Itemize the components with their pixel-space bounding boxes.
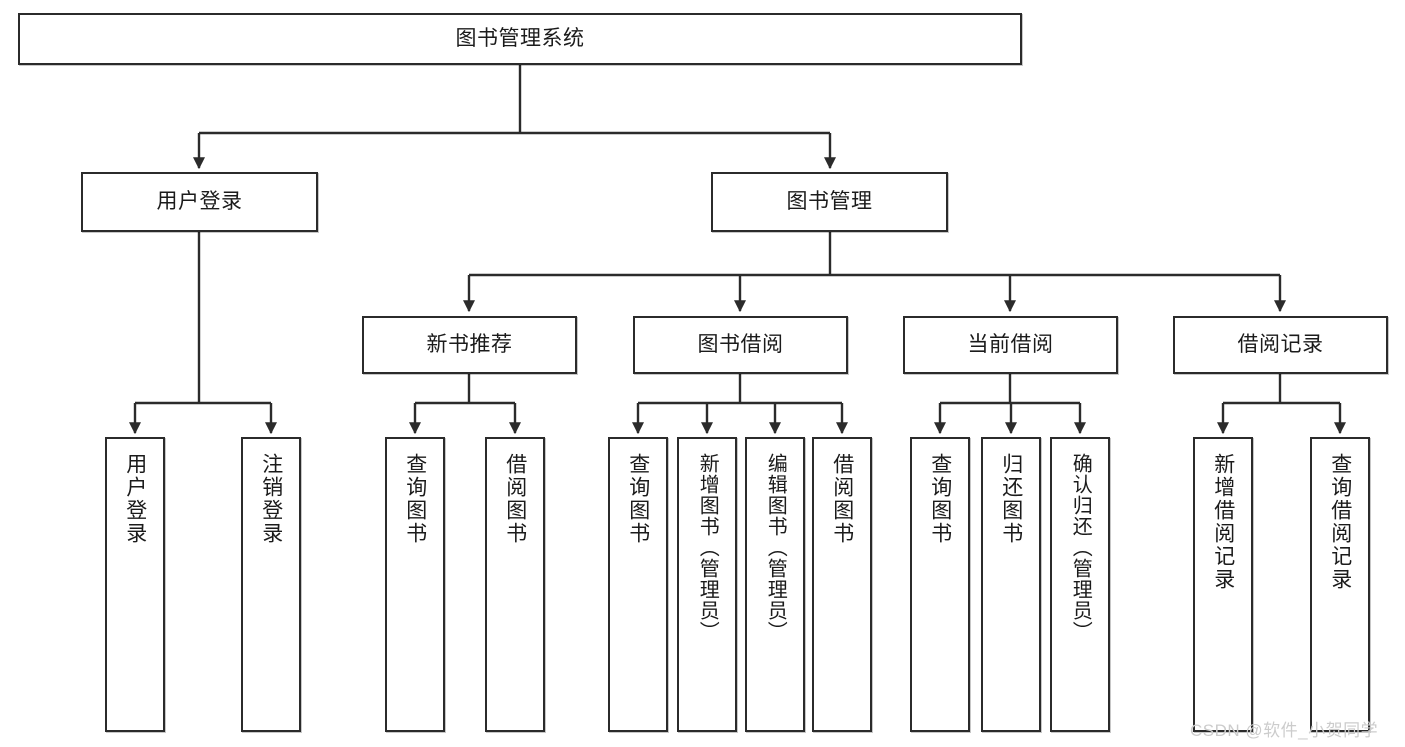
node-label: 归还图书 — [999, 453, 1023, 545]
leaf-user-login[interactable]: 用户登录 — [105, 437, 165, 732]
csdn-watermark: CSDN @软件_小贺同学 — [1190, 721, 1379, 740]
node-label: 确认归还（管理员） — [1069, 453, 1092, 642]
node-label: 新增图书（管理员） — [696, 453, 719, 642]
node-label: 借阅记录 — [1237, 332, 1324, 356]
node-book-management[interactable]: 图书管理 — [711, 172, 948, 232]
node-borrowing-record[interactable]: 借阅记录 — [1173, 316, 1388, 374]
node-label: 借阅图书 — [503, 453, 527, 545]
leaf-query-books-newbook[interactable]: 查询图书 — [385, 437, 445, 732]
leaf-query-books-current[interactable]: 查询图书 — [910, 437, 970, 732]
leaf-borrow-books-borrow[interactable]: 借阅图书 — [812, 437, 872, 732]
node-label: 新书推荐 — [426, 332, 513, 356]
node-label: 注销登录 — [259, 453, 283, 545]
node-current-borrowing[interactable]: 当前借阅 — [903, 316, 1118, 374]
leaf-add-borrow-record[interactable]: 新增借阅记录 — [1193, 437, 1253, 732]
node-new-book-recommendation[interactable]: 新书推荐 — [362, 316, 577, 374]
leaf-logout[interactable]: 注销登录 — [241, 437, 301, 732]
node-label: 查询图书 — [928, 453, 952, 545]
node-label: 编辑图书（管理员） — [764, 453, 787, 642]
node-label: 图书管理 — [786, 189, 873, 213]
node-label: 借阅图书 — [830, 453, 854, 545]
node-label: 用户登录 — [156, 189, 243, 213]
node-label: 查询图书 — [403, 453, 427, 545]
leaf-borrow-books-newbook[interactable]: 借阅图书 — [485, 437, 545, 732]
leaf-confirm-return-admin[interactable]: 确认归还（管理员） — [1050, 437, 1110, 732]
node-label: 查询图书 — [626, 453, 650, 545]
node-label: 当前借阅 — [967, 332, 1054, 356]
leaf-edit-book-admin[interactable]: 编辑图书（管理员） — [745, 437, 805, 732]
leaf-add-book-admin[interactable]: 新增图书（管理员） — [677, 437, 737, 732]
node-label: 新增借阅记录 — [1211, 453, 1235, 591]
node-label: 图书借阅 — [697, 332, 784, 356]
node-label: 用户登录 — [123, 453, 147, 545]
leaf-return-books[interactable]: 归还图书 — [981, 437, 1041, 732]
node-label: 查询借阅记录 — [1328, 453, 1352, 591]
node-root-book-management-system[interactable]: 图书管理系统 — [18, 13, 1022, 65]
node-label: 图书管理系统 — [455, 26, 585, 50]
leaf-query-borrow-record[interactable]: 查询借阅记录 — [1310, 437, 1370, 732]
leaf-query-books-borrow[interactable]: 查询图书 — [608, 437, 668, 732]
node-user-login[interactable]: 用户登录 — [81, 172, 318, 232]
node-book-borrowing[interactable]: 图书借阅 — [633, 316, 848, 374]
